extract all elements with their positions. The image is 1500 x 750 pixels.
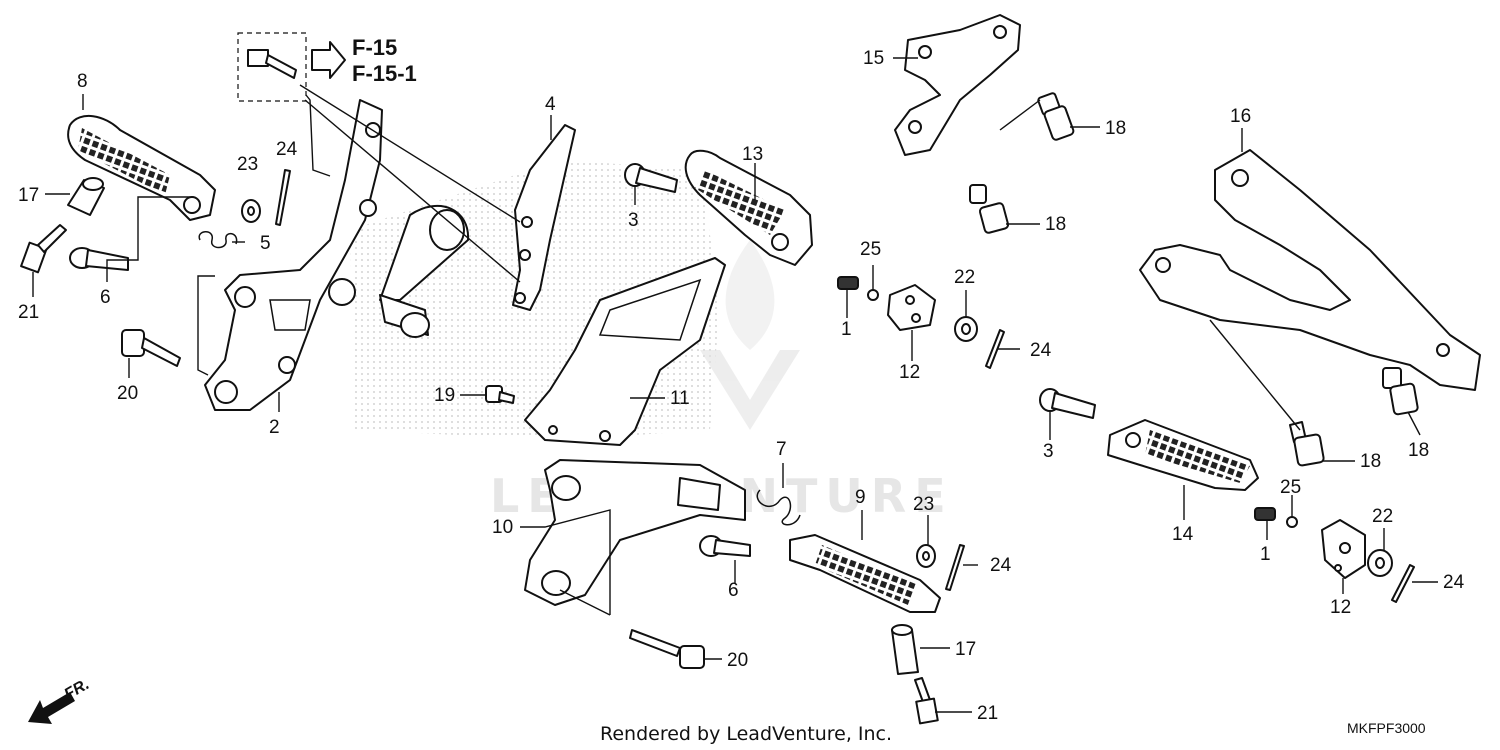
callout-25[interactable]: 25 [860,239,881,260]
callouts: 8 17 21 6 20 2 5 23 24 4 3 13 19 11 7 10… [18,48,1465,724]
part-24-cotter-pin[interactable] [275,169,291,226]
part-17-collar[interactable] [67,177,105,216]
part-10-bracket[interactable] [524,459,746,606]
part-2-step-holder[interactable] [204,99,470,411]
part-25-ball-lower[interactable] [1286,516,1298,528]
part-12-plate-upper[interactable] [887,284,936,331]
callout-3[interactable]: 3 [628,210,639,231]
callout-3-right[interactable]: 3 [1043,441,1054,462]
callout-13[interactable]: 13 [742,144,763,165]
watermark-logo [700,240,800,430]
callout-16[interactable]: 16 [1230,106,1251,127]
callout-6-lower[interactable]: 6 [728,580,739,601]
part-6-pin-lower[interactable] [699,535,751,557]
callout-23[interactable]: 23 [237,154,258,175]
part-23-washer[interactable] [241,199,261,223]
callout-7[interactable]: 7 [776,439,787,460]
part-15-bracket[interactable] [894,14,1021,156]
callout-15[interactable]: 15 [863,48,884,69]
callout-22[interactable]: 22 [954,267,975,288]
callout-18-b[interactable]: 18 [1045,214,1066,235]
part-8-footpeg[interactable] [67,114,216,221]
part-11-heel-plate[interactable] [524,257,726,446]
callout-21-lower[interactable]: 21 [977,703,998,724]
part-3-pin-left[interactable] [624,163,678,193]
callout-6[interactable]: 6 [100,287,111,308]
callout-8[interactable]: 8 [77,71,88,92]
callout-22-lower[interactable]: 22 [1372,506,1393,527]
callout-12-lower[interactable]: 12 [1330,597,1351,618]
part-14-footpeg[interactable] [1107,419,1259,491]
callout-24-lower-right[interactable]: 24 [1443,572,1465,593]
callout-14[interactable]: 14 [1172,524,1194,545]
callout-2[interactable]: 2 [269,417,280,438]
part-13-footpeg[interactable] [684,149,813,266]
part-24-cotter-pin-upper-right[interactable] [985,329,1005,369]
part-6-pin[interactable] [69,247,129,271]
part-12-plate-lower[interactable] [1321,519,1366,579]
part-24-cotter-pin-lower[interactable] [945,544,965,591]
callout-5[interactable]: 5 [260,233,271,254]
part-9-footpeg[interactable] [789,534,941,613]
footer-credit: Rendered by LeadVenture, Inc. [600,723,892,745]
part-19-bolt[interactable] [485,385,515,404]
part-25-ball-upper[interactable] [867,289,879,301]
callout-12[interactable]: 12 [899,362,920,383]
part-3-pin-right[interactable] [1039,388,1096,419]
callout-23-lower[interactable]: 23 [913,494,934,515]
callout-17[interactable]: 17 [18,185,39,206]
callout-24-lower[interactable]: 24 [990,555,1012,576]
part-21-bolt[interactable] [20,224,67,274]
part-5-spring[interactable] [198,231,238,249]
part-22-washer-lower[interactable] [1367,549,1393,577]
callout-9[interactable]: 9 [855,487,866,508]
front-direction-indicator: FR. [28,676,92,724]
part-1-spring-lower[interactable] [1254,507,1276,521]
part-4-heel-guard[interactable] [512,124,576,311]
part-23-washer-lower[interactable] [916,544,936,568]
callout-18-c[interactable]: 18 [1360,451,1381,472]
callout-20[interactable]: 20 [117,383,138,404]
callout-18-a[interactable]: 18 [1105,118,1126,139]
part-24-cotter-pin-lower-right[interactable] [1391,564,1415,603]
callout-18-d[interactable]: 18 [1408,440,1429,461]
part-18-bolt-d[interactable] [1289,421,1325,467]
reference-arrow-icon [311,41,346,79]
part-22-washer-upper[interactable] [954,316,978,342]
part-18-bolt-c[interactable] [1382,367,1419,416]
callout-11[interactable]: 11 [670,388,690,409]
part-17-collar-lower[interactable] [891,624,919,675]
callout-1-lower[interactable]: 1 [1260,544,1271,565]
callout-24-right[interactable]: 24 [1030,340,1052,361]
callout-21[interactable]: 21 [18,302,39,323]
part-1-spring-upper[interactable] [837,276,859,290]
part-21-bolt-lower[interactable] [914,677,939,725]
callout-4[interactable]: 4 [545,94,556,115]
callout-19[interactable]: 19 [434,385,455,406]
reference-f15[interactable]: F-15 [352,35,397,60]
reference-f15-1[interactable]: F-15-1 [352,61,417,86]
part-7-spring[interactable] [756,489,801,526]
callout-10[interactable]: 10 [492,517,513,538]
callout-17-lower[interactable]: 17 [955,639,976,660]
part-20-bolt-lower[interactable] [629,629,705,669]
callout-25-lower[interactable]: 25 [1280,477,1301,498]
part-18-bolt-b[interactable] [969,184,1010,234]
leader-lines [32,57,1438,713]
part-20-bolt[interactable] [121,329,181,367]
callout-24[interactable]: 24 [276,139,298,160]
callout-20-lower[interactable]: 20 [727,650,748,671]
diagram-code: MKFPF3000 [1347,720,1426,736]
reference-bolt [247,49,297,79]
callout-1[interactable]: 1 [841,319,852,340]
reference-box [237,32,307,102]
front-arrow-icon [28,692,75,724]
part-18-bolt-a[interactable] [1037,92,1075,141]
part-16-bracket[interactable] [1139,149,1481,391]
